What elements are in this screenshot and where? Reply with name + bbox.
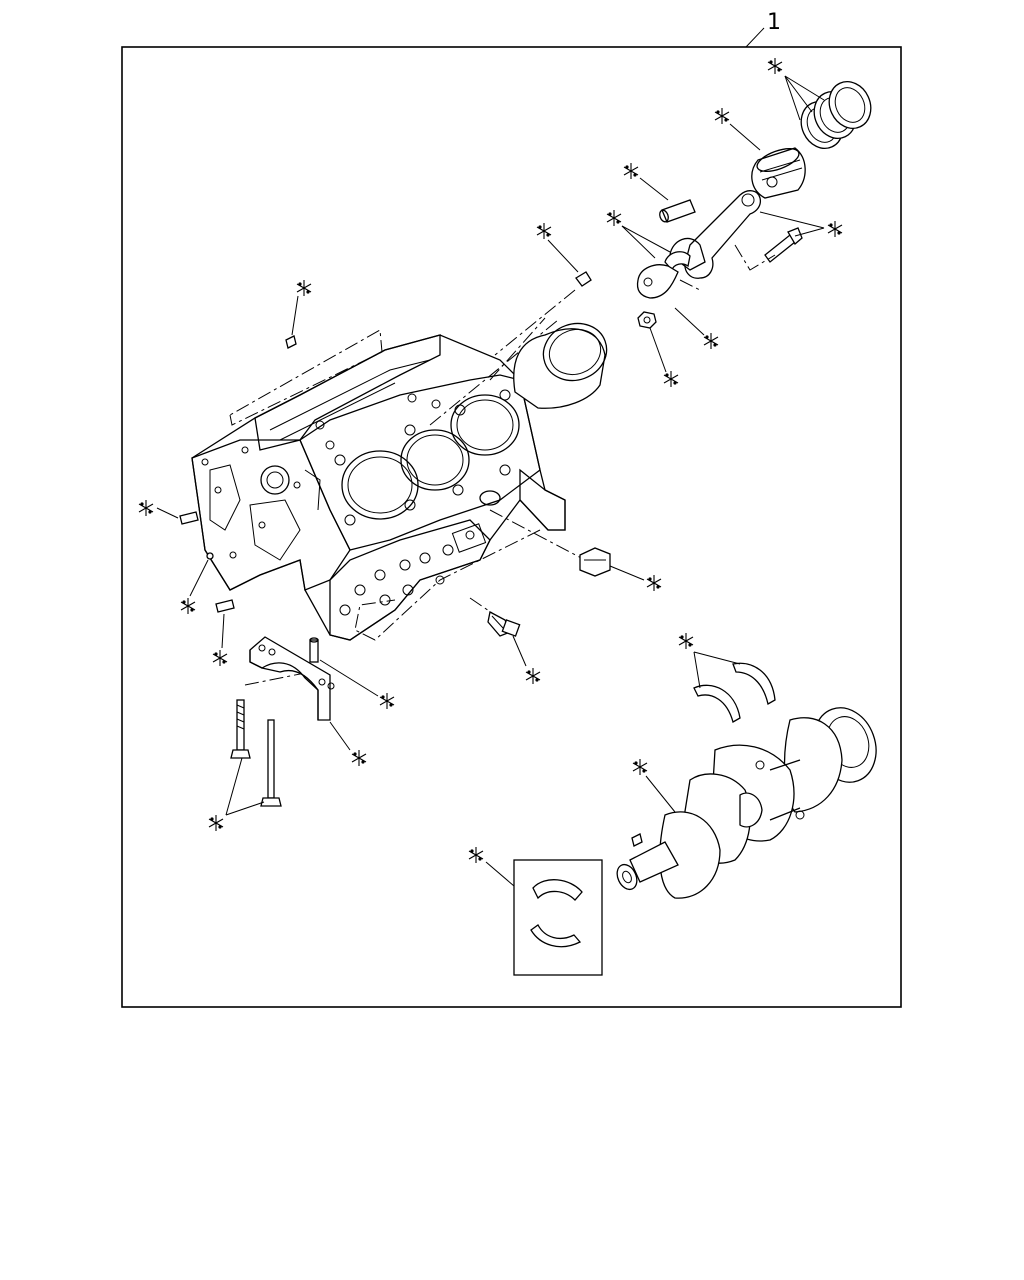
dowel-pin-front[interactable] [179,511,199,525]
plug-guide-line [489,509,586,561]
connecting-rod-nut[interactable] [637,311,657,329]
cylinder-liner[interactable] [513,315,615,409]
oil-jet-guide [494,289,576,356]
dowel-pin-cap[interactable] [309,637,319,663]
main-cap-bolts[interactable] [230,699,282,807]
assembly-callout[interactable]: 1 [745,10,781,48]
connecting-rod-bearing[interactable] [664,251,691,272]
connecting-rod-bolt[interactable] [764,227,803,263]
liner-guide-line [489,317,546,381]
piston-pin[interactable] [658,199,696,223]
drain-plug[interactable] [579,547,611,577]
dowel-pin-lower[interactable] [215,599,235,613]
main-bearing-bolt[interactable] [487,611,521,637]
plug[interactable] [206,552,214,560]
engine-block[interactable] [191,334,566,641]
gasket-outline-top [229,329,383,426]
main-bearing-cap[interactable] [249,636,335,721]
connecting-rod-cap[interactable] [636,264,701,299]
rod-bolt-guide [734,244,776,271]
main-bearing-inset[interactable] [513,859,603,976]
block-alignment-line [354,529,541,641]
piston-rings[interactable] [794,75,879,155]
diagram-frame [121,46,902,1008]
leader-lines [156,75,825,887]
dowel-pin-top[interactable] [285,335,297,349]
oil-jet-bolt[interactable] [575,271,592,287]
crankshaft[interactable] [613,699,886,899]
connecting-rod[interactable] [669,190,762,279]
piston[interactable] [751,144,806,199]
thrust-washers[interactable] [693,662,776,723]
assembly-callout-number: 1 [767,10,781,35]
